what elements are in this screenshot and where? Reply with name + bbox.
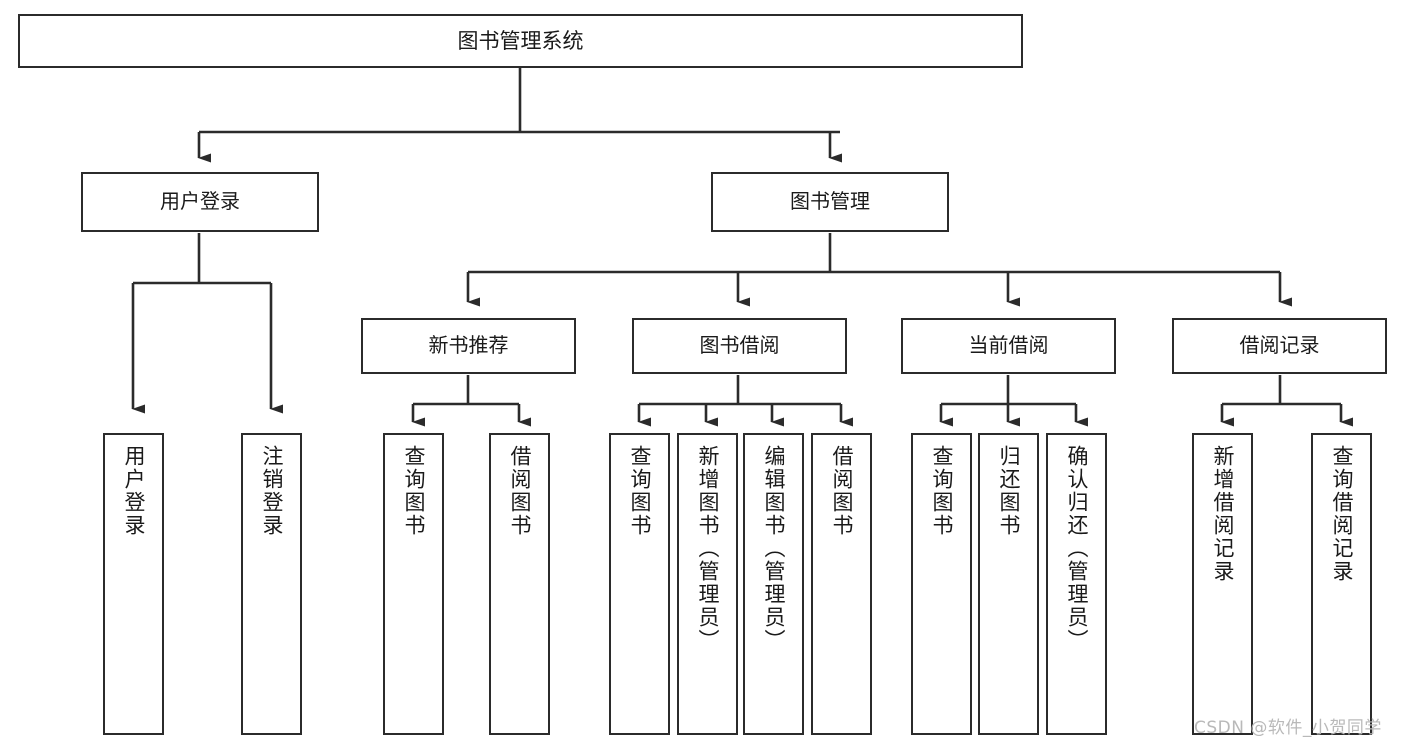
node-leaf-add-record-label: 新增借阅记录 [1211,445,1235,583]
node-user-login-label: 用户登录 [160,189,240,214]
node-leaf-query-record[interactable]: 查询借阅记录 [1311,433,1372,735]
node-leaf-query-book-2-label: 查询图书 [628,445,652,537]
node-leaf-return-book[interactable]: 归还图书 [978,433,1039,735]
node-leaf-return-book-label: 归还图书 [997,445,1021,537]
node-book-manage[interactable]: 图书管理 [711,172,949,232]
node-leaf-borrow-book-1-label: 借阅图书 [508,445,532,537]
node-book-borrow[interactable]: 图书借阅 [632,318,847,374]
node-leaf-logout-login-label: 注销登录 [260,445,284,537]
node-book-manage-label: 图书管理 [790,189,870,214]
node-leaf-borrow-book-2[interactable]: 借阅图书 [811,433,872,735]
node-leaf-query-book-3[interactable]: 查询图书 [911,433,972,735]
node-current-borrow-label: 当前借阅 [968,333,1049,358]
node-leaf-add-record[interactable]: 新增借阅记录 [1192,433,1253,735]
node-book-borrow-label: 图书借阅 [699,333,780,358]
node-leaf-edit-book-label: 编辑图书（管理员） [762,445,786,652]
node-leaf-add-book-label: 新增图书（管理员） [696,445,720,652]
node-borrow-record-label: 借阅记录 [1239,333,1320,358]
node-leaf-confirm-return-label: 确认归还（管理员） [1065,445,1089,652]
node-leaf-borrow-book-1[interactable]: 借阅图书 [489,433,550,735]
node-leaf-add-book[interactable]: 新增图书（管理员） [677,433,738,735]
node-current-borrow[interactable]: 当前借阅 [901,318,1116,374]
node-leaf-user-login[interactable]: 用户登录 [103,433,164,735]
node-leaf-user-login-label: 用户登录 [122,445,146,537]
node-leaf-edit-book[interactable]: 编辑图书（管理员） [743,433,804,735]
node-leaf-query-book-3-label: 查询图书 [930,445,954,537]
node-leaf-borrow-book-2-label: 借阅图书 [830,445,854,537]
node-leaf-query-record-label: 查询借阅记录 [1330,445,1354,583]
node-new-book-recommend[interactable]: 新书推荐 [361,318,576,374]
node-root-label: 图书管理系统 [457,28,584,53]
node-root[interactable]: 图书管理系统 [18,14,1023,68]
node-leaf-query-book-1[interactable]: 查询图书 [383,433,444,735]
node-borrow-record[interactable]: 借阅记录 [1172,318,1387,374]
node-user-login[interactable]: 用户登录 [81,172,319,232]
node-new-book-recommend-label: 新书推荐 [428,333,509,358]
node-leaf-query-book-1-label: 查询图书 [402,445,426,537]
node-leaf-logout-login[interactable]: 注销登录 [241,433,302,735]
node-leaf-confirm-return[interactable]: 确认归还（管理员） [1046,433,1107,735]
node-leaf-query-book-2[interactable]: 查询图书 [609,433,670,735]
